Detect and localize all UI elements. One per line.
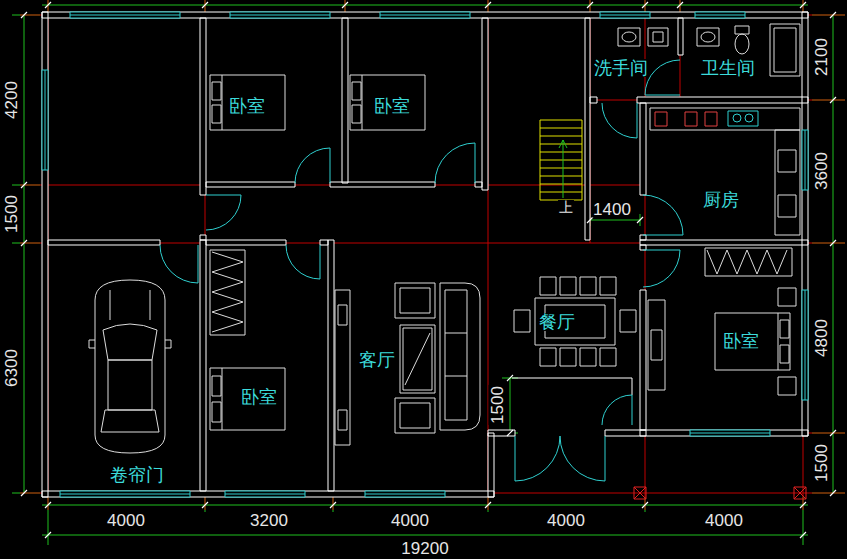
room-name: 卧室 bbox=[722, 332, 760, 350]
stair-up-mark: 上 bbox=[558, 200, 574, 214]
dimension-lines bbox=[12, 0, 845, 545]
columns bbox=[634, 487, 806, 499]
dimension-value: 4800 bbox=[813, 318, 830, 358]
dimension-value: 1400 bbox=[592, 201, 632, 218]
room-area: 洗手间 bbox=[590, 18, 678, 97]
dimension-value: 4200 bbox=[3, 80, 20, 120]
dining-furniture bbox=[514, 277, 636, 366]
dimension-value: 4000 bbox=[106, 512, 146, 529]
living-furniture bbox=[335, 283, 480, 445]
room-name: 卧室 bbox=[240, 388, 278, 406]
basin bbox=[622, 32, 636, 42]
dimension-value: 6300 bbox=[3, 348, 20, 388]
walls bbox=[42, 12, 808, 497]
room-area: 卧室 bbox=[348, 18, 482, 182]
dimension-value: 1500 bbox=[813, 443, 830, 483]
window-glazing bbox=[45, 15, 805, 494]
dimension-ticks bbox=[21, 2, 836, 538]
stair bbox=[540, 120, 582, 200]
room-name: 餐厅 bbox=[538, 313, 576, 331]
room-area: 厨房 bbox=[646, 103, 802, 240]
room-name: 洗手间 bbox=[593, 59, 649, 77]
dimension-value: 2100 bbox=[813, 37, 830, 77]
dimension-value: 19200 bbox=[400, 540, 449, 557]
room-area: 卧室 bbox=[646, 245, 802, 430]
basin bbox=[701, 32, 715, 42]
room-area: 卷帘门 bbox=[48, 245, 200, 491]
dimension-value: 1500 bbox=[3, 194, 20, 234]
room-name: 卷帘门 bbox=[109, 466, 165, 484]
room-area: 客厅 bbox=[334, 245, 488, 491]
kitchen-counters bbox=[650, 108, 800, 235]
stove-burner bbox=[745, 114, 753, 122]
room-area: 卧室 bbox=[206, 18, 342, 182]
door-swings bbox=[160, 60, 683, 481]
stove bbox=[728, 111, 758, 126]
dimension-value: 3600 bbox=[813, 151, 830, 191]
room-name: 卧室 bbox=[228, 97, 266, 115]
beds bbox=[210, 75, 796, 430]
dimension-value: 3200 bbox=[249, 512, 289, 529]
kitchen-appliances bbox=[655, 112, 717, 126]
axis-lines bbox=[20, 0, 845, 510]
windows bbox=[42, 12, 808, 497]
room-name: 厨房 bbox=[702, 191, 740, 209]
wardrobes bbox=[210, 248, 792, 335]
stove-burner bbox=[733, 114, 741, 122]
room-name: 客厅 bbox=[358, 351, 396, 369]
stair-arrow bbox=[559, 140, 567, 198]
room-area: 卧室 bbox=[206, 245, 328, 491]
tv-cabinet bbox=[648, 300, 665, 390]
room-area: 卫生间 bbox=[683, 18, 802, 97]
toilet bbox=[735, 34, 749, 54]
dimension-value: 1500 bbox=[489, 385, 506, 425]
dimension-value: 4000 bbox=[546, 512, 586, 529]
room-name: 卫生间 bbox=[700, 59, 756, 77]
dimension-value: 4000 bbox=[390, 512, 430, 529]
room-area: 餐厅 bbox=[494, 245, 640, 378]
room-name: 卧室 bbox=[373, 97, 411, 115]
car bbox=[89, 280, 171, 453]
foyer-partition bbox=[512, 378, 632, 395]
dimension-value: 4000 bbox=[704, 512, 744, 529]
